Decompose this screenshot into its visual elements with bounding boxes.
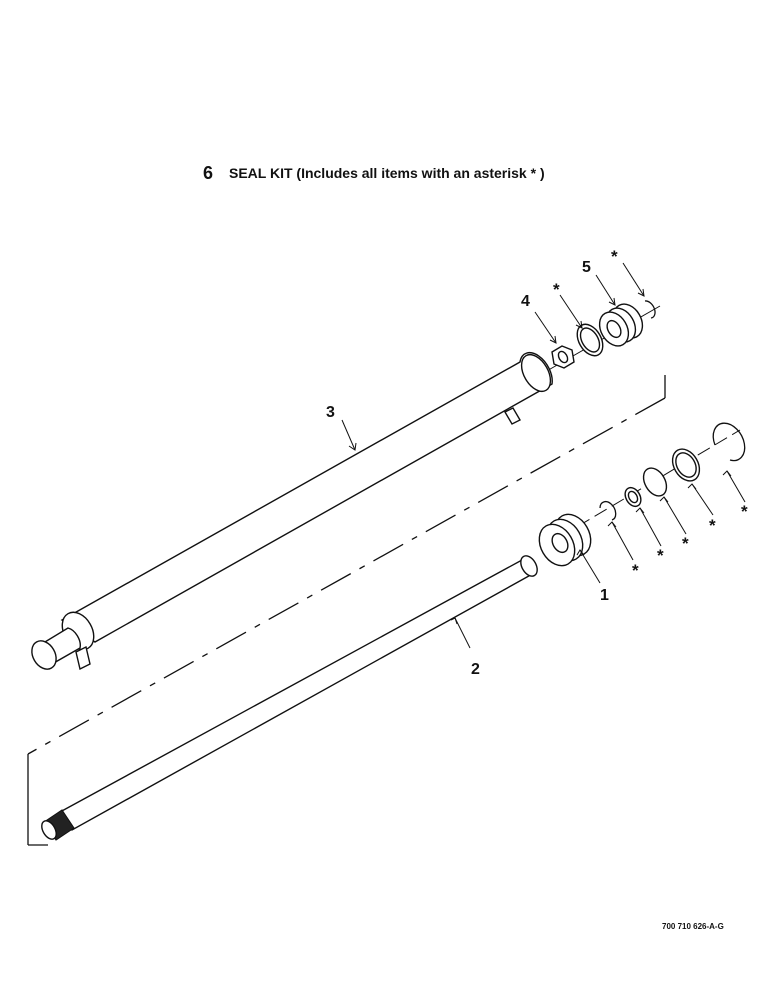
asterisk: *: [682, 534, 689, 553]
callout-part-5: 5: [582, 259, 591, 276]
seal-kit-item-number: 6: [203, 163, 213, 183]
asterisk: *: [632, 561, 639, 580]
asterisk: *: [657, 546, 664, 565]
asterisk: *: [611, 247, 618, 266]
seal-kit-asterisks: * * * * * * *: [553, 247, 748, 580]
seal-kit-title: SEAL KIT (Includes all items with an ast…: [229, 165, 545, 181]
lock-nut: [551, 345, 575, 369]
drawing-code: 700 710 626-A-G: [662, 922, 724, 931]
callout-part-4: 4: [521, 293, 530, 310]
piston-rod: [41, 555, 538, 841]
callout-part-1: 1: [600, 587, 609, 604]
leader-arrows: [341, 262, 746, 649]
piston: [538, 513, 592, 567]
callout-part-2: 2: [471, 661, 480, 678]
asterisk: *: [741, 502, 748, 521]
lower-seal-rings: [599, 422, 746, 521]
upper-seal-set: [576, 300, 656, 357]
callout-part-3: 3: [326, 404, 335, 421]
asterisk: *: [709, 516, 716, 535]
cylinder-barrel: [31, 351, 553, 671]
asterisk: *: [553, 280, 560, 299]
